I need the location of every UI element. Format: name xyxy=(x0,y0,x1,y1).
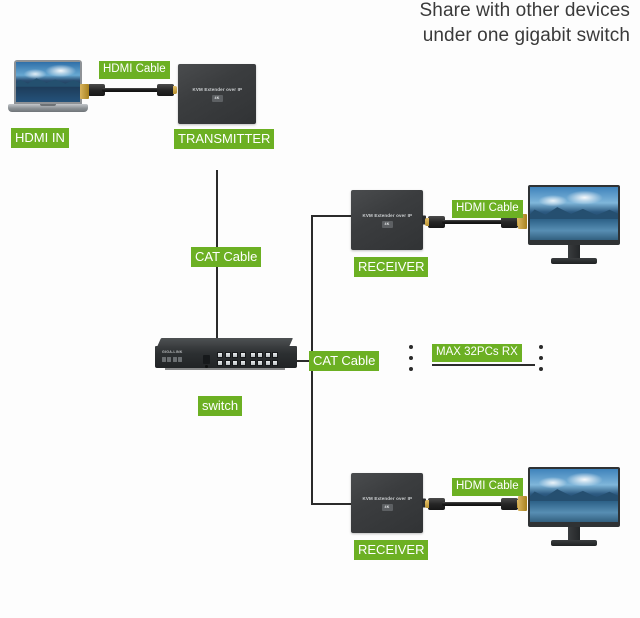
hdmi-wire xyxy=(442,502,504,506)
switch-brand: GIGA-LINK xyxy=(162,350,183,354)
hdmi-plug-left xyxy=(425,216,445,228)
hdmi-cable-bottom xyxy=(425,497,521,511)
monitor-top-hdmi-connector xyxy=(518,214,527,229)
title-line-1: Share with other devices xyxy=(419,0,630,21)
receiver-bottom-brand: KVM Extender over IP xyxy=(362,495,412,501)
receiver-top-device: KVM Extender over IP 4K xyxy=(351,190,426,250)
transmitter-badge: 4K xyxy=(211,94,223,102)
hdmi-plug-right xyxy=(501,498,521,510)
switch-console-port xyxy=(203,355,210,368)
laptop-screen-wallpaper xyxy=(16,62,80,102)
hdmi-plug-right xyxy=(157,84,177,96)
label-cat-cable-vertical: CAT Cable xyxy=(191,247,262,267)
monitor-bottom-hdmi-connector xyxy=(518,496,527,511)
receiver-top-output-port xyxy=(422,215,426,225)
label-receiver-top: RECEIVER xyxy=(354,257,429,277)
title-line-2: under one gigabit switch xyxy=(422,25,630,46)
transmitter-brand: KVM Extender over IP xyxy=(192,86,242,92)
cat-cable-branch-bottom xyxy=(311,503,351,505)
cat-cable-switch-stub xyxy=(294,360,318,362)
hdmi-wire xyxy=(102,88,160,92)
monitor-bottom-stand xyxy=(551,540,597,546)
monitor-top-neck xyxy=(568,245,580,259)
receiver-top-badge: 4K xyxy=(381,220,393,228)
receiver-bottom-badge: 4K xyxy=(381,503,393,511)
switch-led-indicators xyxy=(162,357,183,362)
receiver-bottom-output-port xyxy=(422,498,426,508)
monitor-bottom-screen-wallpaper xyxy=(530,469,618,522)
switch-port-group-1 xyxy=(217,352,246,366)
laptop-base xyxy=(8,104,88,112)
monitor-bottom-neck xyxy=(568,527,580,541)
hdmi-wire xyxy=(442,220,504,224)
label-switch: switch xyxy=(198,396,243,416)
label-transmitter: TRANSMITTER xyxy=(174,129,275,149)
monitor-top-screen-wallpaper xyxy=(530,187,618,240)
transmitter-device: KVM Extender over IP 4K xyxy=(178,64,256,124)
switch-port-bank xyxy=(217,352,278,366)
ellipsis-right xyxy=(539,345,543,371)
page-title: Share with other devices under one gigab… xyxy=(420,0,630,48)
max-rx-underline xyxy=(432,364,535,366)
hdmi-cable-source xyxy=(85,83,177,97)
laptop-lid xyxy=(14,60,82,104)
cat-cable-branch-top xyxy=(311,215,351,217)
monitor-top-frame xyxy=(528,185,620,245)
label-hdmi-cable-top: HDMI Cable xyxy=(452,200,523,218)
switch-front-panel: GIGA-LINK xyxy=(155,346,297,368)
label-max-rx: MAX 32PCs RX xyxy=(432,344,522,362)
switch-port-group-2 xyxy=(249,352,278,366)
source-laptop xyxy=(8,60,88,112)
network-switch: GIGA-LINK xyxy=(155,338,301,372)
ellipsis-left xyxy=(409,345,413,371)
monitor-bottom-frame xyxy=(528,467,620,527)
switch-shadow xyxy=(165,368,285,370)
label-receiver-bottom: RECEIVER xyxy=(354,540,429,560)
label-cat-cable-branch: CAT Cable xyxy=(309,351,380,371)
receiver-bottom-device: KVM Extender over IP 4K xyxy=(351,473,426,533)
label-hdmi-cable-source: HDMI Cable xyxy=(99,61,170,79)
monitor-top-stand xyxy=(551,258,597,264)
receiver-top-brand: KVM Extender over IP xyxy=(362,212,412,218)
laptop-hdmi-connector xyxy=(80,84,89,99)
monitor-top xyxy=(528,185,620,265)
label-hdmi-cable-bottom: HDMI Cable xyxy=(452,478,523,496)
hdmi-cable-top xyxy=(425,215,521,229)
monitor-bottom xyxy=(528,467,620,547)
label-hdmi-in: HDMI IN xyxy=(11,128,69,148)
hdmi-plug-left xyxy=(425,498,445,510)
